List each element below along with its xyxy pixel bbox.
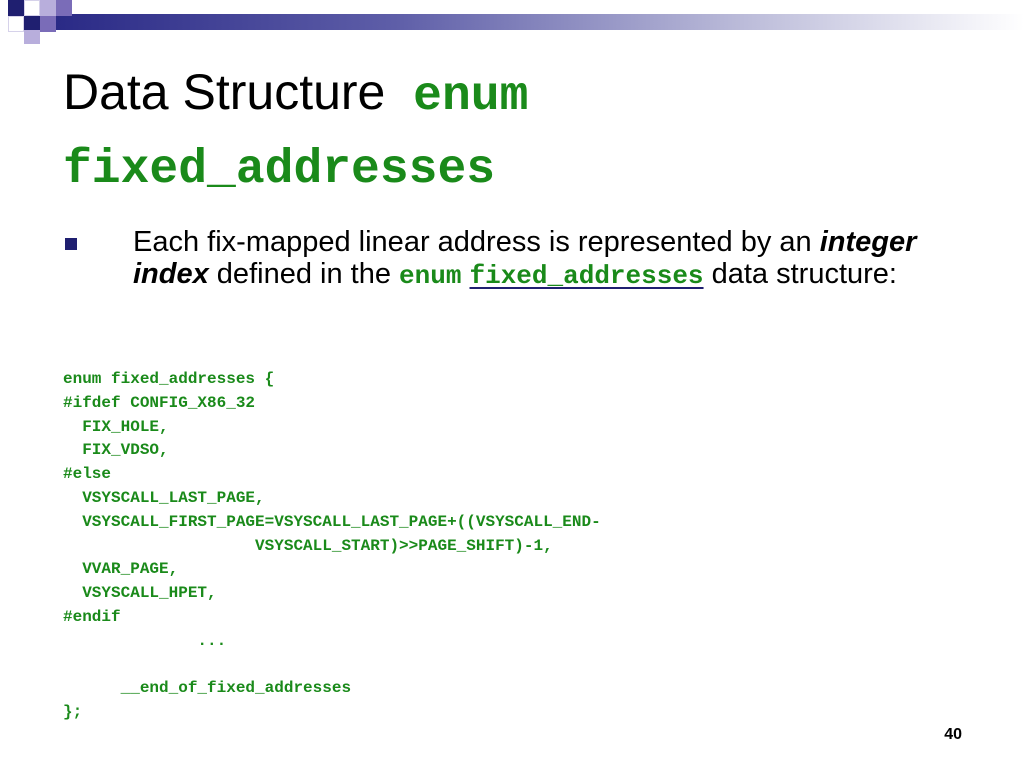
code-line <box>63 654 963 678</box>
page-number: 40 <box>944 726 962 743</box>
code-line: FIX_VDSO, <box>63 441 169 460</box>
bullet-code-enum: enum <box>399 261 462 291</box>
code-line: #ifdef CONFIG_X86_32 <box>63 393 256 412</box>
code-line: ... <box>63 631 227 650</box>
decor-square <box>24 30 40 44</box>
code-line: VSYSCALL_HPET, <box>63 584 217 603</box>
code-line: #endif <box>63 607 121 626</box>
code-line: VSYSCALL_FIRST_PAGE=VSYSCALL_LAST_PAGE+(… <box>63 512 601 531</box>
bullet-text-part: defined in the <box>208 258 400 290</box>
bullet-square-icon <box>65 238 77 250</box>
code-line: __end_of_fixed_addresses <box>63 679 352 698</box>
code-line: VSYSCALL_LAST_PAGE, <box>63 488 265 507</box>
decor-square <box>56 0 72 16</box>
decor-square <box>40 16 56 32</box>
fixed-addresses-link[interactable]: fixed_addresses <box>469 261 704 291</box>
bullet-text: Each fix-mapped linear address is repres… <box>133 226 923 292</box>
decor-square <box>8 0 24 16</box>
top-decoration <box>0 0 1024 44</box>
code-line: VSYSCALL_START)>>PAGE_SHIFT)-1, <box>63 536 553 555</box>
code-line: VVAR_PAGE, <box>63 560 179 579</box>
bullet-text-part: Each fix-mapped linear address is repres… <box>133 226 820 258</box>
code-listing: enum fixed_addresses { #ifdef CONFIG_X86… <box>63 368 963 725</box>
decor-square <box>40 0 56 16</box>
decor-square <box>24 0 40 16</box>
bullet-text-part: data structure: <box>703 258 897 290</box>
decor-square <box>24 16 40 32</box>
header-gradient-bar <box>56 14 1024 30</box>
title-code: enum fixed_addresses <box>63 70 529 197</box>
title-text: Data Structure <box>63 64 386 120</box>
code-line: FIX_HOLE, <box>63 417 169 436</box>
code-line: #else <box>63 465 112 484</box>
decor-square <box>8 16 24 32</box>
code-line: enum fixed_addresses { <box>63 370 275 388</box>
bullet-emphasis: integer index <box>133 226 917 290</box>
slide-title: Data Structure enum fixed_addresses <box>63 58 963 204</box>
code-line: }; <box>63 703 83 722</box>
